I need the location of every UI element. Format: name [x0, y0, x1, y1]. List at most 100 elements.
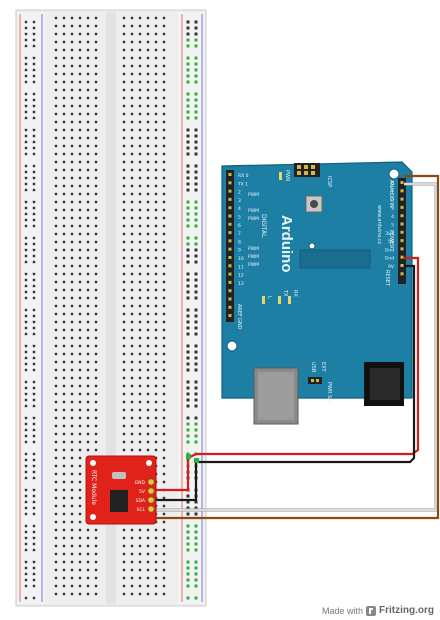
breadboard-hole [94, 256, 98, 260]
breadboard-hole [154, 40, 158, 44]
breadboard-hole [78, 536, 82, 540]
made-with-label: Made with [321, 605, 363, 616]
rail-hole [194, 80, 198, 84]
breadboard-hole [62, 336, 66, 340]
breadboard-hole [154, 96, 158, 100]
breadboard-hole [154, 344, 158, 348]
breadboard-hole [78, 480, 82, 484]
breadboard-hole [162, 400, 166, 404]
breadboard-hole [146, 64, 150, 68]
breadboard-hole [62, 248, 66, 252]
breadboard-hole [94, 280, 98, 284]
breadboard-hole [62, 504, 66, 508]
rail-hole [24, 326, 28, 330]
breadboard-hole [146, 264, 150, 268]
breadboard-hole [54, 368, 58, 372]
power-select-jumper[interactable] [308, 377, 322, 384]
rail-hole [24, 140, 28, 144]
breadboard-hole [54, 576, 58, 580]
breadboard-hole [94, 448, 98, 452]
rail-hole [32, 80, 36, 84]
mounting-hole [226, 340, 238, 352]
wire-scl-brown [156, 174, 440, 520]
digital-pin [228, 222, 232, 226]
breadboard-hole [154, 208, 158, 212]
rail-hole [32, 362, 36, 366]
breadboard-hole [146, 56, 150, 60]
rail-hole [194, 506, 198, 510]
breadboard-hole [138, 272, 142, 276]
rail-hole [32, 530, 36, 534]
breadboard-hole [54, 296, 58, 300]
fritzing-brand[interactable]: Fritzing.org [379, 605, 434, 616]
pwr-sel-label: PWR SEL [326, 382, 332, 404]
rail-hole [24, 284, 28, 288]
power-analog-pin [400, 181, 404, 184]
breadboard-hole [138, 432, 142, 436]
rtc-pin-label: GND [135, 480, 146, 486]
breadboard-hole [94, 96, 98, 100]
rtc-pin-label: 5V [139, 489, 146, 495]
breadboard-hole [54, 184, 58, 188]
rail-hole [24, 548, 28, 552]
breadboard-hole [54, 152, 58, 156]
breadboard-hole [94, 536, 98, 540]
usb-label: USB [310, 362, 316, 373]
breadboard-hole [122, 80, 126, 84]
digital-pin [228, 206, 232, 210]
breadboard-hole [130, 128, 134, 132]
breadboard-hole [130, 48, 134, 52]
power-analog-pin [400, 255, 404, 259]
header-pin-label: Gnd [385, 256, 394, 262]
rail-hole [32, 98, 36, 102]
rail-hole [32, 44, 36, 48]
breadboard-hole [122, 64, 126, 68]
breadboard-hole [70, 168, 74, 172]
breadboard-hole [54, 208, 58, 212]
breadboard-hole [54, 376, 58, 380]
breadboard-hole [162, 16, 166, 20]
rail-hole [186, 98, 190, 102]
breadboard-hole [138, 576, 142, 580]
power-label: POWER [388, 230, 394, 249]
breadboard-hole [130, 288, 134, 292]
breadboard-hole [146, 88, 150, 92]
breadboard-hole [146, 32, 150, 36]
rail-hole [32, 104, 36, 108]
breadboard-hole [86, 328, 90, 332]
breadboard-hole [162, 304, 166, 308]
breadboard-hole [146, 272, 150, 276]
rail-hole [194, 32, 198, 36]
breadboard-hole [162, 344, 166, 348]
breadboard-hole [122, 440, 126, 444]
breadboard-hole [62, 368, 66, 372]
breadboard-hole [154, 432, 158, 436]
rail-hole [186, 494, 190, 498]
rail-hole [32, 458, 36, 462]
rail-hole [186, 530, 190, 534]
reset-button-cap[interactable] [310, 200, 318, 208]
breadboard-hole [154, 568, 158, 572]
breadboard-hole [78, 136, 82, 140]
rail-hole [32, 536, 36, 540]
breadboard-hole [54, 352, 58, 356]
rx-led-label: RX [292, 290, 298, 297]
breadboard-hole [130, 40, 134, 44]
breadboard-hole [78, 528, 82, 532]
breadboard-hole [70, 240, 74, 244]
breadboard-hole [154, 184, 158, 188]
breadboard-connection-points [186, 454, 199, 463]
breadboard-hole [86, 192, 90, 196]
breadboard-hole [62, 552, 66, 556]
rail-hole [32, 500, 36, 504]
breadboard-hole [70, 264, 74, 268]
breadboard-hole [70, 424, 74, 428]
breadboard-hole [138, 80, 142, 84]
breadboard-hole [122, 88, 126, 92]
breadboard-hole [162, 352, 166, 356]
breadboard-hole [86, 536, 90, 540]
breadboard-hole [130, 256, 134, 260]
breadboard-hole [138, 256, 142, 260]
breadboard-hole [78, 208, 82, 212]
breadboard-hole [86, 208, 90, 212]
